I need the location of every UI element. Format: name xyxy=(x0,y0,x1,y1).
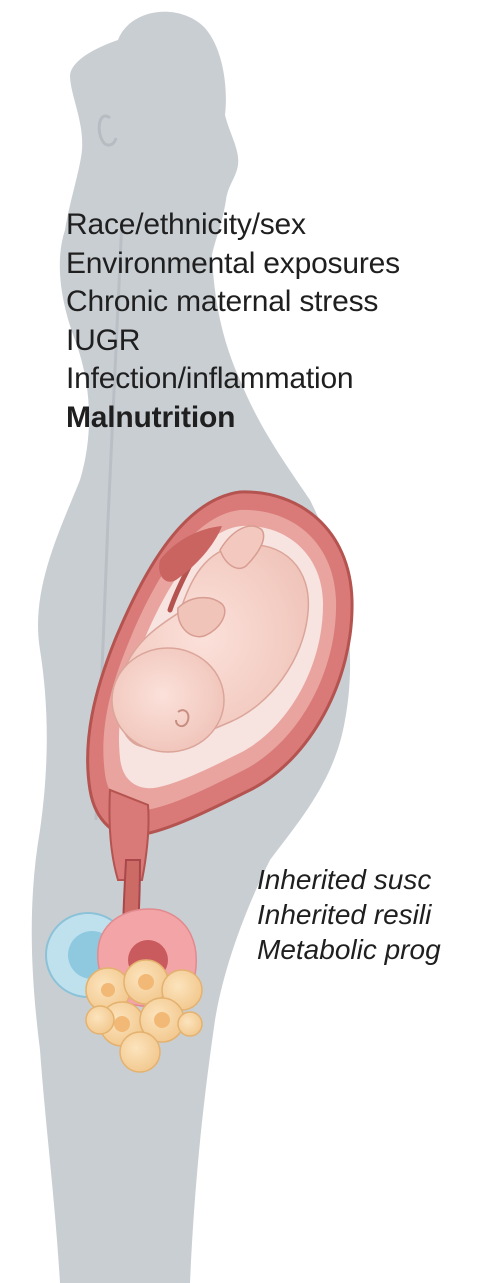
risk-factor-list: Race/ethnicity/sex Environmental exposur… xyxy=(66,206,400,437)
outcome-item: Inherited susc xyxy=(257,862,441,897)
risk-factor-highlighted: Malnutrition xyxy=(66,399,400,438)
risk-factor-item: Race/ethnicity/sex xyxy=(66,206,400,245)
risk-factor-item: Chronic maternal stress xyxy=(66,283,400,322)
follicle-center xyxy=(101,983,115,997)
follicle xyxy=(120,1032,160,1072)
follicle xyxy=(178,1012,202,1036)
follicle-center xyxy=(114,1016,130,1032)
follicle-center xyxy=(154,1012,170,1028)
risk-factor-item: IUGR xyxy=(66,322,400,361)
risk-factor-item: Infection/inflammation xyxy=(66,360,400,399)
outcome-item: Metabolic prog xyxy=(257,932,441,967)
fetus-head xyxy=(112,648,224,752)
follicle-center xyxy=(138,974,154,990)
outcome-item: Inherited resili xyxy=(257,897,441,932)
outcome-list: Inherited susc Inherited resili Metaboli… xyxy=(257,862,441,967)
risk-factor-item: Environmental exposures xyxy=(66,245,400,284)
follicle xyxy=(86,1006,114,1034)
